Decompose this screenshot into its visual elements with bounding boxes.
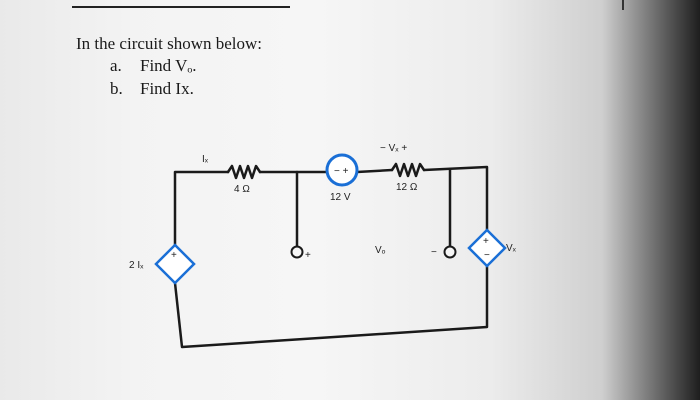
part-b-label: b. (110, 79, 123, 98)
label-source-polarity: − + (334, 166, 349, 177)
wire-right-bottom (173, 264, 489, 349)
label-12-ohm: 12 Ω (396, 182, 418, 193)
header-underline (72, 0, 290, 8)
dependent-current-source (154, 243, 196, 285)
terminal-vo-plus (290, 245, 304, 259)
part-a-label: a. (110, 56, 122, 75)
part-b-text: Find Ix. (140, 79, 194, 98)
label-dep-v-minus: − (484, 250, 490, 261)
label-vx-dependent: Vₓ (506, 243, 517, 254)
resistor-12-ohm (390, 162, 426, 178)
part-a-text: Find Vₒ. (140, 56, 197, 75)
label-terminal-plus: + (305, 250, 311, 261)
voltage-source-12v (325, 153, 359, 187)
label-dep-plus: + (171, 250, 177, 261)
wire-top-left (173, 170, 230, 247)
resistor-4-ohm (226, 164, 262, 180)
question-part-b: b. Find Ix. (110, 79, 194, 99)
label-2ix: 2 Iₓ (129, 260, 144, 271)
label-vx-top: − Vₓ + (380, 143, 407, 154)
label-12v: 12 V (330, 192, 351, 203)
label-vo: Vₒ (375, 245, 386, 256)
label-ix: Iₓ (202, 154, 209, 165)
question-intro: In the circuit shown below: (76, 34, 263, 53)
label-terminal-minus: − (431, 247, 437, 258)
dependent-voltage-source (467, 228, 507, 268)
wire-top-right (422, 165, 489, 232)
label-dep-v-plus: + (483, 236, 489, 247)
terminal-vo-minus (443, 245, 457, 259)
corner-mark (622, 0, 630, 10)
question-part-a: a. Find Vₒ. (110, 56, 197, 76)
label-4-ohm: 4 Ω (234, 184, 250, 195)
wire-top-right-source (355, 168, 394, 174)
